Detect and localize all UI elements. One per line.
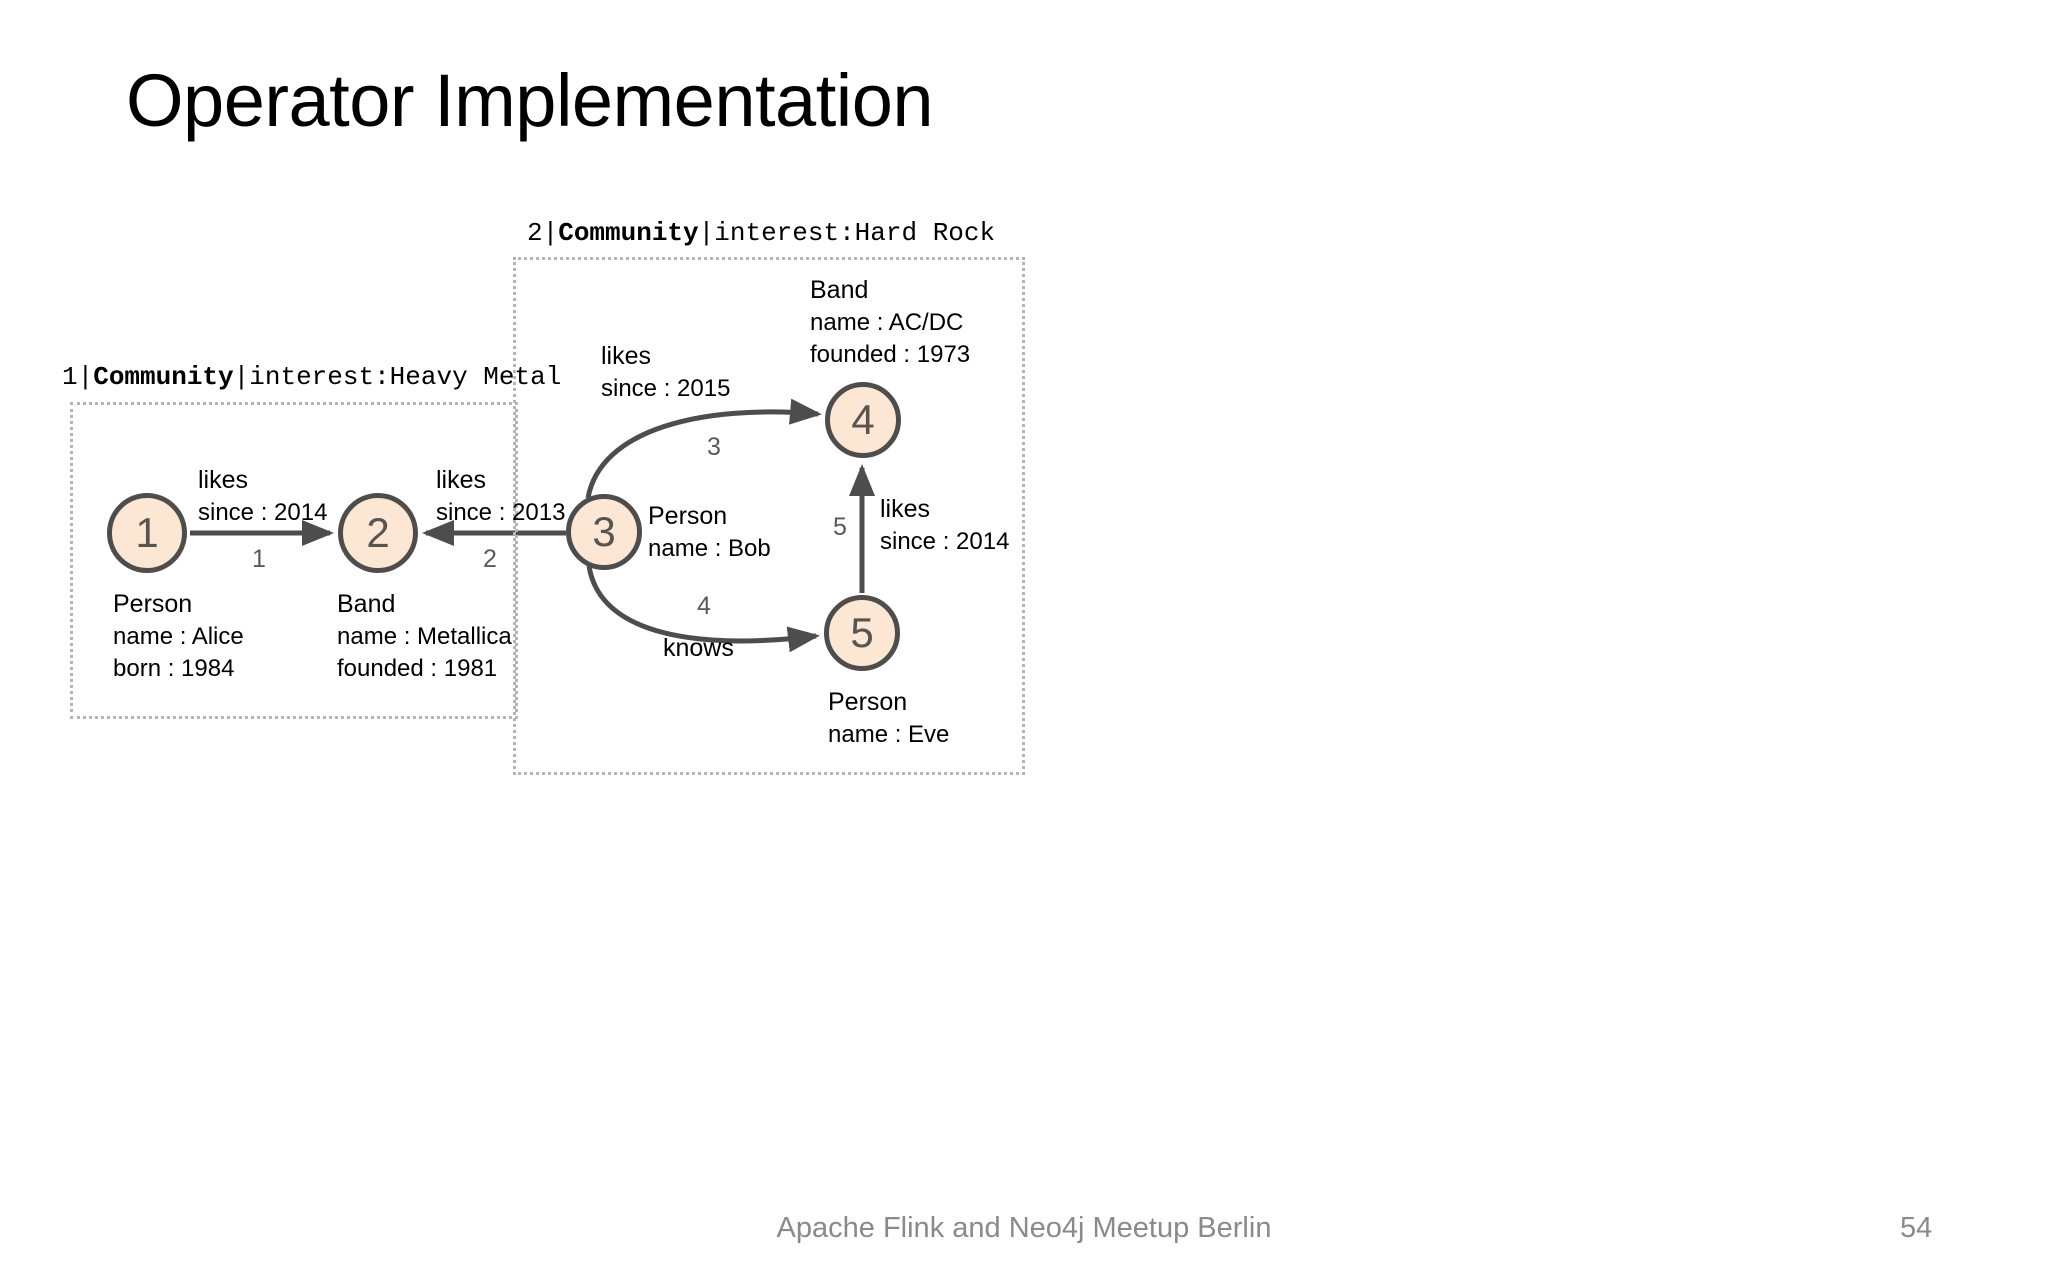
node-1-prop-born: born : 1984	[113, 654, 235, 682]
node-2-prop-name: name : Metallica	[337, 623, 512, 650]
community-2-prefix: 2|	[527, 218, 559, 248]
edge-3-path	[585, 398, 822, 499]
edge-2-prop: since : 2013	[436, 499, 566, 526]
node-2-prop-founded: founded : 1981	[337, 654, 498, 682]
graph-node-4[interactable]: 4	[825, 382, 901, 458]
edge-5-prop: since : 2014	[880, 528, 1010, 555]
edge-4-label: knows	[663, 634, 734, 662]
community-box-2	[513, 257, 1025, 775]
node-5-label: Person	[828, 688, 908, 716]
node-4-prop-founded: founded : 1973	[810, 340, 971, 368]
community-2-entity: Community	[558, 218, 699, 248]
node-1-properties: Person name : Alice born : 1984	[113, 588, 244, 684]
node-1-prop-name: name : Alice	[113, 623, 244, 650]
node-4-prop-name: name : AC/DC	[810, 309, 964, 336]
node-5-properties: Person name : Eve	[828, 686, 949, 751]
community-label-2: 2|Community|interest:Hard Rock	[527, 218, 995, 248]
node-5-prop-name: name : Eve	[828, 721, 950, 748]
graph-node-1[interactable]: 1	[107, 493, 187, 573]
community-1-prefix: 1|	[62, 362, 94, 392]
footer-title: Apache Flink and Neo4j Meetup Berlin	[776, 1212, 1272, 1244]
edge-3-label: likes since : 2015	[601, 340, 730, 405]
community-label-1: 1|Community|interest:Heavy Metal	[62, 362, 561, 392]
community-1-suffix: |interest:Heavy Metal	[233, 362, 562, 392]
edge-3-type: likes	[601, 342, 652, 370]
edge-5-type: likes	[880, 495, 931, 523]
footer-page-number: 54	[1900, 1212, 1933, 1244]
node-1-label: Person	[113, 590, 193, 618]
page-title: Operator Implementation	[126, 59, 934, 142]
community-1-entity: Community	[93, 362, 234, 392]
edge-5-id: 5	[833, 513, 847, 541]
node-3-properties: Person name : Bob	[648, 500, 771, 565]
node-3-prop-name: name : Bob	[648, 535, 771, 562]
node-4-label: Band	[810, 276, 869, 304]
edge-3-prop: since : 2015	[601, 375, 731, 402]
node-4-properties: Band name : AC/DC founded : 1973	[810, 274, 970, 370]
edge-5-label: likes since : 2014	[880, 493, 1009, 558]
edge-1-label: likes since : 2014	[198, 464, 327, 529]
edge-4-id: 4	[697, 592, 711, 620]
edge-4-path	[586, 565, 820, 653]
edge-1-type: likes	[198, 466, 249, 494]
graph-node-2[interactable]: 2	[338, 493, 418, 573]
community-box-1	[70, 402, 518, 719]
node-2-label: Band	[337, 590, 396, 618]
graph-node-3[interactable]: 3	[566, 494, 642, 570]
edge-1-id: 1	[252, 545, 266, 573]
node-3-label: Person	[648, 502, 728, 530]
edge-3-id: 3	[707, 433, 721, 461]
edge-2-type: likes	[436, 466, 487, 494]
edge-2-label: likes since : 2013	[436, 464, 565, 529]
community-2-suffix: |interest:Hard Rock	[698, 218, 996, 248]
edge-2-id: 2	[483, 545, 497, 573]
node-2-properties: Band name : Metallica founded : 1981	[337, 588, 512, 684]
graph-node-5[interactable]: 5	[824, 595, 900, 671]
edge-1-prop: since : 2014	[198, 499, 328, 526]
